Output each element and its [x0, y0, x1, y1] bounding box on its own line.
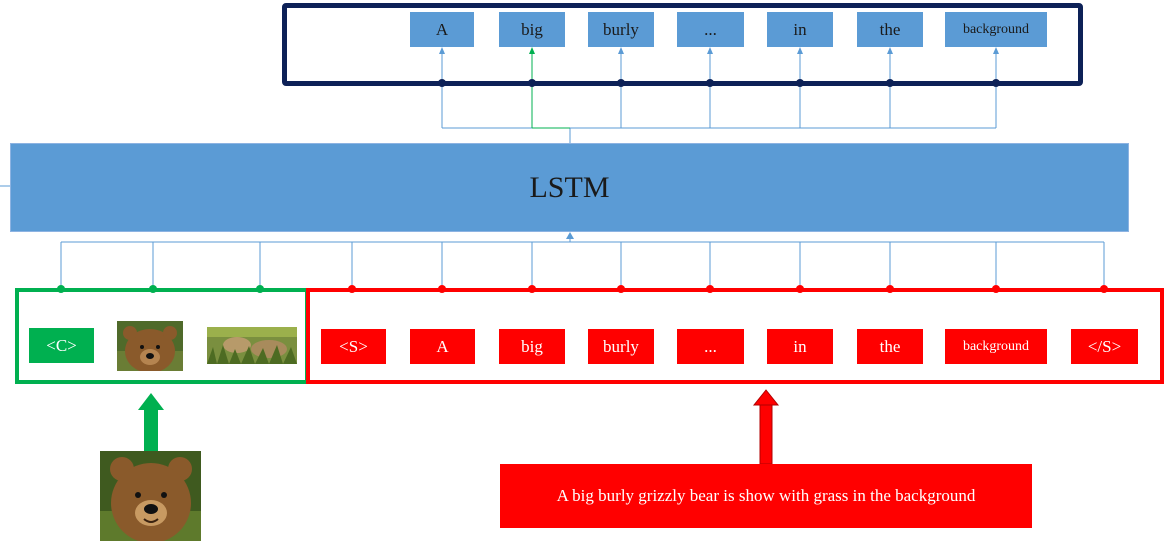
output-token-a: A [410, 12, 474, 47]
input-token-background: background [945, 329, 1047, 364]
output-token-background: background [945, 12, 1047, 47]
output-arrowhead [707, 47, 713, 54]
grass-photo [207, 327, 297, 364]
bear-photo [100, 451, 201, 541]
output-token-big: big [499, 12, 565, 47]
input-token-a: A [410, 329, 475, 364]
output-arrowhead [993, 47, 999, 54]
green-up-arrow [138, 393, 164, 451]
input-token-burly: burly [588, 329, 654, 364]
output-arrowhead [439, 47, 445, 54]
output-arrowhead [797, 47, 803, 54]
lstm-input-arrowhead [566, 232, 574, 239]
input-token-ellipsis: ... [677, 329, 744, 364]
input-token-big: big [499, 329, 565, 364]
input-token-start: <S> [321, 329, 386, 364]
input-token-in: in [767, 329, 833, 364]
input-token-end: </S> [1071, 329, 1138, 364]
output-token-burly: burly [588, 12, 654, 47]
output-arrowhead [887, 47, 893, 54]
context-token: <C> [29, 328, 94, 363]
caption-box: A big burly grizzly bear is show with gr… [500, 464, 1032, 528]
red-up-arrow [752, 389, 780, 465]
output-token-ellipsis: ... [677, 12, 744, 47]
output-frame [282, 3, 1083, 86]
lstm-block: LSTM [10, 143, 1129, 232]
output-arrowhead [529, 47, 535, 54]
output-arrowhead [618, 47, 624, 54]
input-connectors [57, 232, 1108, 293]
input-frame [306, 288, 1164, 384]
input-token-the: the [857, 329, 923, 364]
output-token-in: in [767, 12, 833, 47]
output-token-the: the [857, 12, 923, 47]
bear-crop-photo [117, 321, 183, 371]
